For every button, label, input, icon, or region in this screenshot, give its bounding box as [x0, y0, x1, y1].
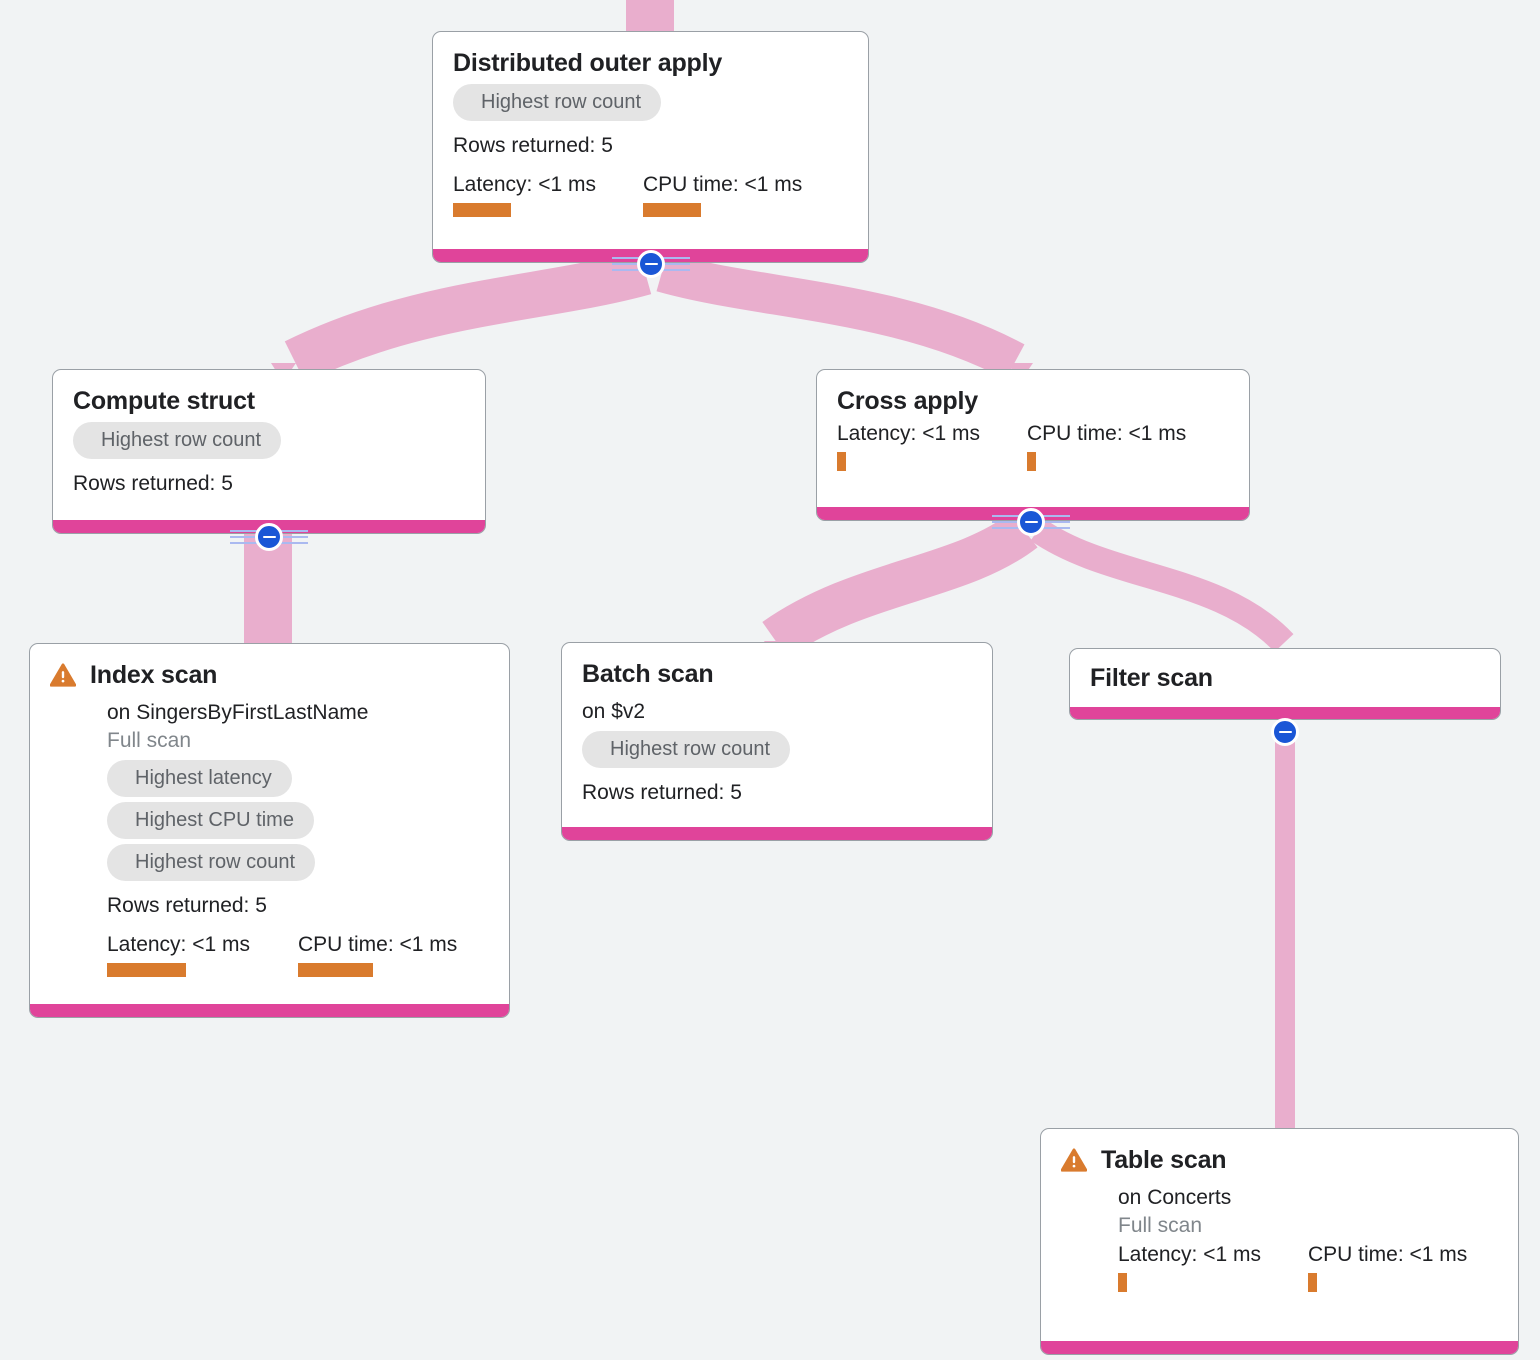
metric-latency-bar [1118, 1273, 1127, 1292]
node-title: Compute struct [73, 387, 255, 415]
minus-icon[interactable] [1017, 508, 1045, 536]
node-title-row: Filter scan [1090, 663, 1480, 693]
chip-highest-cpu-time: Highest CPU time [107, 802, 314, 839]
toggle-distributed-outer-apply[interactable] [612, 249, 690, 279]
metric-latency-label: Latency: <1 ms [107, 933, 250, 956]
metric-cpu-time-bar [1308, 1273, 1317, 1292]
node-metrics: Latency: <1 ms CPU time: <1 ms [837, 422, 1229, 471]
minus-icon[interactable] [637, 250, 665, 278]
node-body: Cross apply Latency: <1 ms CPU time: <1 … [817, 370, 1249, 507]
node-metrics: Latency: <1 ms CPU time: <1 ms [453, 173, 848, 217]
node-table-scan[interactable]: Table scan on Concerts Full scan Latency… [1040, 1128, 1519, 1355]
metric-cpu-time-bar [298, 963, 373, 977]
node-scan-type: Full scan [107, 729, 192, 752]
minus-icon[interactable] [255, 523, 283, 551]
node-title: Cross apply [837, 387, 978, 415]
rows-returned: Rows returned: 5 [107, 894, 267, 917]
chip-highest-row-count: Highest row count [73, 422, 282, 459]
node-accent-bar [1070, 707, 1500, 719]
warning-icon [50, 663, 76, 687]
metric-latency-bar [837, 452, 846, 471]
metric-latency-bar [107, 963, 186, 977]
metric-cpu-time-label: CPU time: <1 ms [298, 933, 458, 956]
metric-cpu-time: CPU time: <1 ms [1308, 1243, 1498, 1292]
metric-latency-label: Latency: <1 ms [1118, 1243, 1261, 1266]
metric-latency: Latency: <1 ms [837, 422, 1027, 471]
metric-cpu-time-label: CPU time: <1 ms [1308, 1243, 1468, 1266]
chip-highest-row-count: Highest row count [107, 844, 316, 881]
node-distributed-outer-apply[interactable]: Distributed outer apply Highest row coun… [432, 31, 869, 263]
warning-icon [1061, 1148, 1087, 1172]
metric-cpu-time: CPU time: <1 ms [298, 933, 489, 977]
metric-latency: Latency: <1 ms [453, 173, 643, 217]
chip-highest-row-count: Highest row count [453, 84, 662, 121]
node-title: Distributed outer apply [453, 49, 723, 77]
node-title: Batch scan [582, 660, 714, 688]
node-index-scan[interactable]: Index scan on SingersByFirstLastName Ful… [29, 643, 510, 1018]
edge-cross-apply-to-batch-scan [762, 512, 1038, 659]
node-title-row: Batch scan [582, 659, 972, 689]
rows-returned: Rows returned: 5 [73, 472, 233, 495]
metric-cpu-time-bar [643, 203, 701, 217]
node-batch-scan[interactable]: Batch scan on $v2 Highest row count Rows… [561, 642, 993, 841]
rows-returned: Rows returned: 5 [453, 134, 613, 157]
metric-cpu-time-label: CPU time: <1 ms [643, 173, 803, 196]
metric-cpu-time-bar [1027, 452, 1036, 471]
node-title-row: Index scan [44, 660, 489, 690]
node-title-row: Table scan [1055, 1145, 1498, 1175]
node-chips: Highest row count [73, 422, 465, 464]
chip-highest-latency: Highest latency [107, 760, 292, 797]
node-title-row: Compute struct [73, 386, 465, 416]
node-title: Filter scan [1090, 664, 1213, 692]
node-metrics: Latency: <1 ms CPU time: <1 ms [107, 933, 489, 977]
toggle-compute-struct[interactable] [230, 522, 308, 552]
metric-latency: Latency: <1 ms [1118, 1243, 1308, 1292]
metric-latency-label: Latency: <1 ms [453, 173, 596, 196]
rows-returned: Rows returned: 5 [582, 781, 742, 804]
node-accent-bar [562, 827, 992, 840]
node-chips: Highest row count [582, 731, 972, 773]
node-compute-struct[interactable]: Compute struct Highest row count Rows re… [52, 369, 486, 534]
edge-cross-apply-to-filter-scan [1030, 519, 1294, 653]
node-body: Batch scan on $v2 Highest row count Rows… [562, 643, 992, 827]
edge-root-to-compute-struct [284, 249, 652, 383]
node-subtitle: on SingersByFirstLastName [107, 701, 369, 724]
minus-icon[interactable] [1271, 718, 1299, 746]
node-chips: Highest row count [453, 84, 848, 126]
node-body: Table scan on Concerts Full scan Latency… [1041, 1129, 1518, 1341]
node-subtitle: on $v2 [582, 700, 646, 723]
node-title: Index scan [90, 661, 218, 689]
metric-latency-bar [453, 203, 511, 217]
chip-highest-row-count: Highest row count [582, 731, 791, 768]
node-accent-bar [30, 1004, 509, 1017]
metric-latency-label: Latency: <1 ms [837, 422, 980, 445]
metric-cpu-time: CPU time: <1 ms [643, 173, 833, 217]
node-accent-bar [1041, 1341, 1518, 1354]
node-cross-apply[interactable]: Cross apply Latency: <1 ms CPU time: <1 … [816, 369, 1250, 521]
node-subtitle: on Concerts [1118, 1186, 1232, 1209]
node-body: Distributed outer apply Highest row coun… [433, 32, 868, 249]
node-body: Index scan on SingersByFirstLastName Ful… [30, 644, 509, 1004]
metric-cpu-time-label: CPU time: <1 ms [1027, 422, 1187, 445]
toggle-cross-apply[interactable] [992, 507, 1070, 537]
node-title-row: Distributed outer apply [453, 48, 848, 78]
metric-latency: Latency: <1 ms [107, 933, 298, 977]
node-body: Filter scan [1070, 649, 1500, 707]
metric-cpu-time: CPU time: <1 ms [1027, 422, 1217, 471]
node-scan-type: Full scan [1118, 1214, 1203, 1237]
toggle-filter-scan[interactable] [1246, 717, 1324, 747]
node-title-row: Cross apply [837, 386, 1229, 416]
node-filter-scan[interactable]: Filter scan [1069, 648, 1501, 720]
node-metrics: Latency: <1 ms CPU time: <1 ms [1118, 1243, 1498, 1292]
node-title: Table scan [1101, 1146, 1227, 1174]
node-chips: Highest latency Highest CPU time Highest… [107, 760, 489, 886]
node-body: Compute struct Highest row count Rows re… [53, 370, 485, 520]
edge-root-to-cross-apply [656, 252, 1025, 380]
